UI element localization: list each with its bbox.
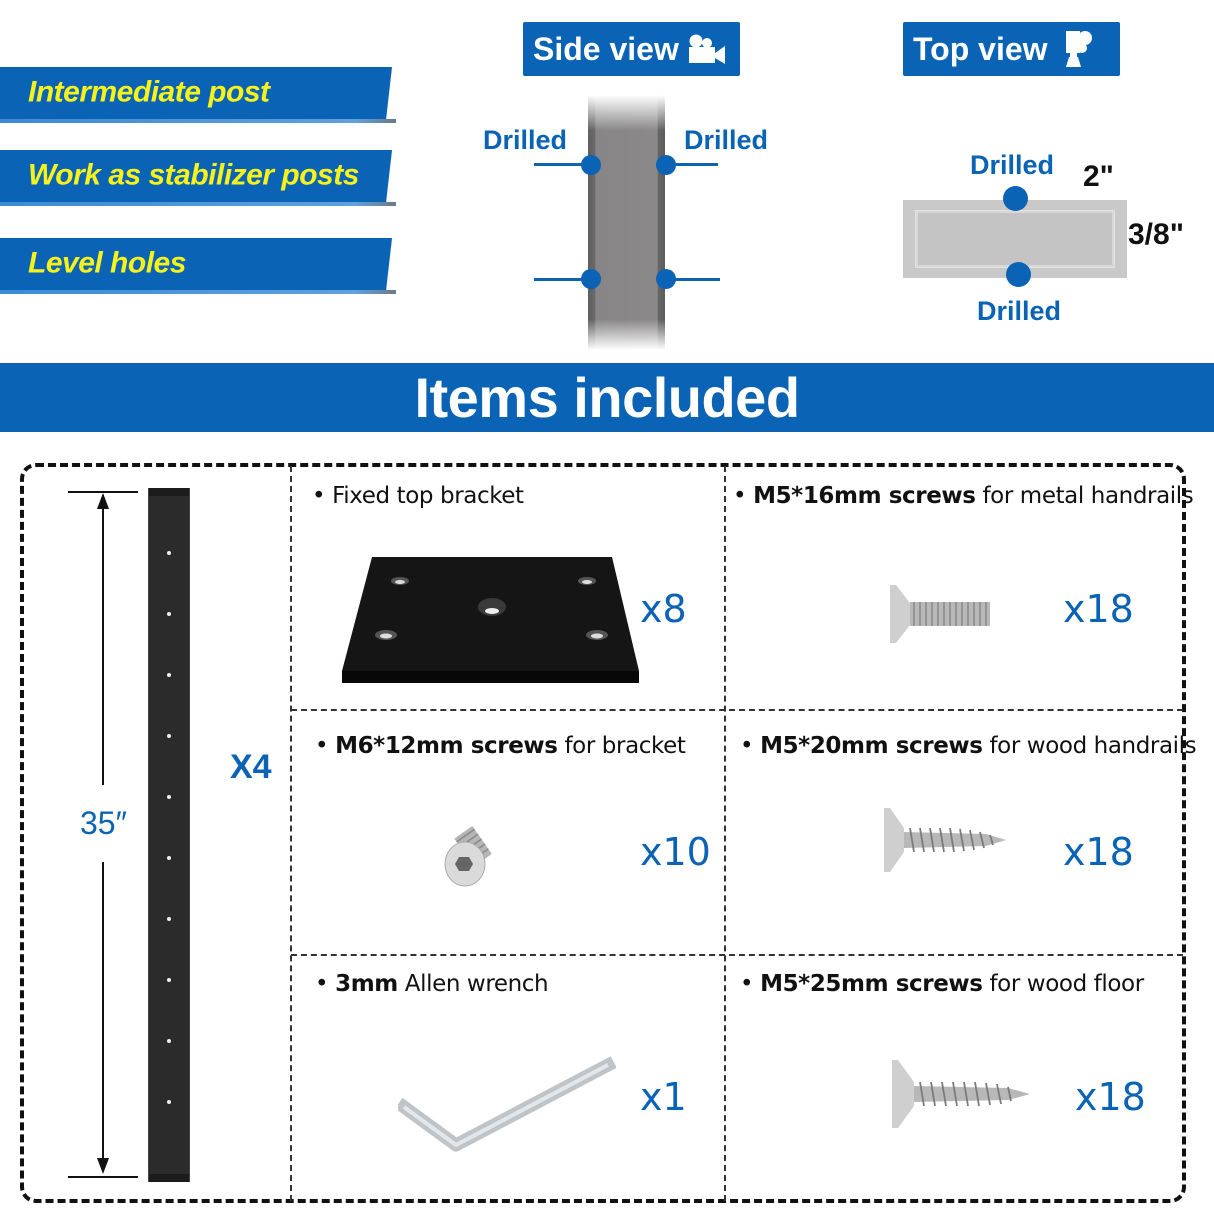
- leader-line: [534, 163, 590, 166]
- dimension-tick-top: [68, 491, 138, 493]
- item-quantity: x18: [1063, 830, 1134, 874]
- drill-hole-marker: [1003, 186, 1028, 211]
- arrow-down-icon: [97, 1158, 109, 1174]
- item-label: • M5*25mm screws for wood floor: [740, 971, 1144, 997]
- drill-hole-marker: [581, 155, 601, 175]
- item-label: • Fixed top bracket: [312, 483, 524, 509]
- machine-screw-image: [890, 585, 990, 643]
- side-view-post: [588, 95, 665, 350]
- thickness-dimension: 3/8": [1128, 218, 1184, 251]
- width-dimension: 2": [1083, 160, 1114, 193]
- post-length-label: 35″: [80, 805, 127, 841]
- top-view-header: Top view: [903, 22, 1120, 76]
- row-divider: [291, 954, 1183, 956]
- feature-label: Level holes: [28, 246, 186, 280]
- item-quantity: x18: [1063, 587, 1134, 631]
- feature-banner-stabilizer: Work as stabilizer posts: [0, 150, 392, 202]
- arrow-up-icon: [97, 493, 109, 509]
- banner-underline: [0, 119, 396, 123]
- side-view-header: Side view: [523, 22, 740, 76]
- drilled-label-bottom: Drilled: [977, 296, 1062, 326]
- drill-hole-marker: [581, 269, 601, 289]
- items-box: [20, 463, 1186, 1203]
- video-camera-icon: [687, 33, 727, 65]
- item-quantity: x8: [640, 587, 687, 631]
- drilled-label-left: Drilled: [483, 125, 568, 155]
- wood-screw-image: [884, 808, 1006, 872]
- item-quantity: x10: [640, 830, 711, 874]
- leader-line: [664, 163, 718, 166]
- item-label: • M6*12mm screws for bracket: [315, 733, 686, 759]
- items-included-header: Items included: [0, 363, 1214, 432]
- leader-line: [664, 278, 720, 281]
- row-divider: [291, 709, 1183, 711]
- drill-hole-marker: [1006, 262, 1031, 287]
- hex-screw-image: [444, 825, 492, 887]
- banner-underline: [0, 290, 396, 294]
- drill-hole-marker: [656, 155, 676, 175]
- drill-hole-marker: [656, 269, 676, 289]
- top-view-title: Top view: [913, 30, 1048, 67]
- leader-line: [534, 278, 590, 281]
- overhead-camera-icon: [1064, 29, 1094, 69]
- dimension-line: [102, 495, 104, 785]
- top-view-cross-section: [903, 200, 1127, 278]
- item-quantity: x1: [640, 1075, 687, 1119]
- intermediate-post-image: [148, 488, 190, 1182]
- column-divider: [290, 466, 292, 1201]
- side-view-title: Side view: [533, 30, 679, 67]
- drilled-label-right: Drilled: [684, 125, 769, 155]
- bracket-plate-image: [342, 557, 639, 683]
- post-quantity: X4: [230, 748, 272, 786]
- item-label: • M5*20mm screws for wood handrails: [740, 733, 1197, 759]
- drilled-label-top: Drilled: [970, 150, 1055, 180]
- feature-label: Intermediate post: [28, 75, 270, 109]
- banner-underline: [0, 202, 396, 206]
- item-label: • M5*16mm screws for metal handrails: [733, 483, 1194, 509]
- feature-banner-intermediate: Intermediate post: [0, 67, 392, 119]
- allen-wrench-image: [398, 1056, 616, 1152]
- wood-screw-image: [892, 1060, 1030, 1128]
- item-quantity: x18: [1075, 1075, 1146, 1119]
- feature-banner-level-holes: Level holes: [0, 238, 392, 290]
- feature-label: Work as stabilizer posts: [28, 158, 359, 192]
- column-divider: [724, 466, 726, 1201]
- dimension-line: [102, 862, 104, 1167]
- dimension-tick-bottom: [68, 1176, 138, 1178]
- item-label: • 3mm Allen wrench: [315, 971, 549, 997]
